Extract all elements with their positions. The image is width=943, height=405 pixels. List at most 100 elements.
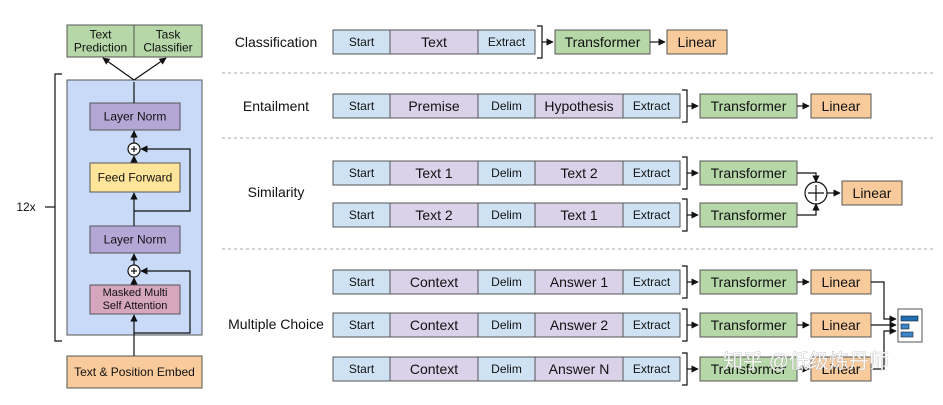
similarity-row1-token-1-label: Text 2	[415, 207, 453, 223]
mc-row0-token-3-label: Answer 1	[550, 274, 609, 290]
similarity-row0-token-3	[534, 160, 624, 186]
classification-bracket	[537, 25, 543, 59]
classification-transformer-label: Transformer	[565, 34, 641, 50]
similarity-row1-token-3-label: Text 1	[560, 207, 598, 223]
mc-row2-token-3	[534, 356, 624, 382]
mc-row0-token-1-label: Context	[410, 274, 458, 290]
mc-transformer-0-label: Transformer	[711, 274, 787, 290]
mc-row0-token-0-label: Start	[349, 275, 375, 289]
mc-bracket-2	[682, 352, 688, 386]
entailment-token-1-label: Premise	[408, 98, 460, 114]
similarity-bracket-1	[682, 198, 688, 232]
mc-row1-token-2-label: Delim	[491, 318, 522, 332]
arrow-to-task-classifier	[133, 57, 167, 81]
similarity-label: Similarity	[248, 184, 305, 200]
repeat-label: 12x	[16, 200, 35, 214]
mc-linear-1	[810, 312, 872, 338]
classification-token-2-label: Extract	[488, 35, 526, 49]
entailment-transformer-label: Transformer	[711, 98, 787, 114]
similarity-row0-token-2-label: Delim	[491, 166, 522, 180]
entailment-token-1	[389, 93, 479, 119]
mc-row2-token-4-label: Extract	[633, 362, 671, 376]
layer-norm-top-label: Layer Norm	[104, 110, 167, 124]
mc-row2-token-1-label: Context	[410, 361, 458, 377]
classification-token-1	[389, 29, 479, 55]
mc-row2-token-3-label: Answer N	[549, 361, 610, 377]
mc-linear-2-label: Linear	[822, 361, 861, 377]
classification-token-2	[477, 29, 536, 55]
residual-add-top-glyph	[131, 146, 137, 152]
mc-linear-0-label: Linear	[822, 274, 861, 290]
mc-row1-token-0-label: Start	[349, 318, 375, 332]
mc-linear-1-label: Linear	[822, 317, 861, 333]
mc-row1-token-4	[622, 312, 681, 338]
mc-connect-2	[871, 327, 897, 370]
arrow-to-text-prediction	[102, 57, 135, 81]
similarity-row0-token-4	[622, 160, 681, 186]
entailment-token-2-label: Delim	[491, 99, 522, 113]
mc-row1-token-2	[477, 312, 536, 338]
similarity-row0-token-4-label: Extract	[633, 166, 671, 180]
similarity-row0-token-0-label: Start	[349, 166, 375, 180]
mc-row0-token-1	[389, 269, 479, 295]
similarity-plus-glyph	[808, 185, 824, 201]
mc-row2-token-2	[477, 356, 536, 382]
softmax-bar-1	[900, 315, 919, 322]
entailment-token-4	[622, 93, 681, 119]
layer-norm-bottom	[89, 225, 181, 254]
residual-add-bottom-glyph	[131, 268, 137, 274]
masked-self-attention	[89, 284, 181, 315]
similarity-transformer-0-label: Transformer	[711, 165, 787, 181]
mc-row1-token-0	[332, 312, 391, 338]
mc-row0-token-2-label: Delim	[491, 275, 522, 289]
similarity-row0-token-0	[332, 160, 391, 186]
similarity-row1-token-3	[534, 202, 624, 228]
mc-row0-token-4	[622, 269, 681, 295]
similarity-row1-token-4	[622, 202, 681, 228]
similarity-row0-token-1-label: Text 1	[415, 165, 453, 181]
similarity-row1-token-2	[477, 202, 536, 228]
classification-linear-label: Linear	[678, 34, 717, 50]
entailment-transformer	[699, 93, 798, 119]
entailment-linear-label: Linear	[822, 98, 861, 114]
layer-norm-top	[89, 102, 181, 131]
similarity-row1-token-0-label: Start	[349, 208, 375, 222]
watermark-text: 知乎 @低级炼丹师	[723, 350, 889, 373]
classification-token-1-label: Text	[421, 34, 447, 50]
similarity-row1-token-0	[332, 202, 391, 228]
similarity-bracket-0	[682, 156, 688, 190]
mc-transformer-2-label: Transformer	[711, 361, 787, 377]
classification-token-0	[332, 29, 391, 55]
entailment-bracket	[682, 89, 688, 123]
mc-row2-token-4	[622, 356, 681, 382]
mc-row1-token-3-label: Answer 2	[550, 317, 609, 333]
similarity-row0-token-3-label: Text 2	[560, 165, 598, 181]
entailment-token-0	[332, 93, 391, 119]
mc-transformer-1-label: Transformer	[711, 317, 787, 333]
mc-row2-token-0-label: Start	[349, 362, 375, 376]
entailment-token-3	[534, 93, 624, 119]
feed-forward-label: Feed Forward	[98, 171, 173, 185]
mc-row2-token-1	[389, 356, 479, 382]
text-position-embed	[66, 355, 203, 389]
mc-row0-token-4-label: Extract	[633, 275, 671, 289]
multiple-choice-label: Multiple Choice	[228, 316, 324, 332]
mc-bracket-0	[682, 265, 688, 299]
entailment-linear	[810, 93, 872, 119]
mc-row1-token-4-label: Extract	[633, 318, 671, 332]
mc-row2-token-2-label: Delim	[491, 362, 522, 376]
entailment-label: Entailment	[243, 98, 309, 114]
similarity-linear	[841, 180, 903, 206]
mc-linear-2	[810, 356, 872, 382]
classification-linear	[666, 29, 728, 55]
mc-row0-token-3	[534, 269, 624, 295]
similarity-linear-label: Linear	[853, 185, 892, 201]
entailment-token-3-label: Hypothesis	[544, 98, 613, 114]
similarity-row1-token-1	[389, 202, 479, 228]
similarity-row1-token-4-label: Extract	[633, 208, 671, 222]
repeat-bracket	[54, 73, 62, 342]
entailment-token-0-label: Start	[349, 99, 375, 113]
classification-label: Classification	[235, 34, 317, 50]
